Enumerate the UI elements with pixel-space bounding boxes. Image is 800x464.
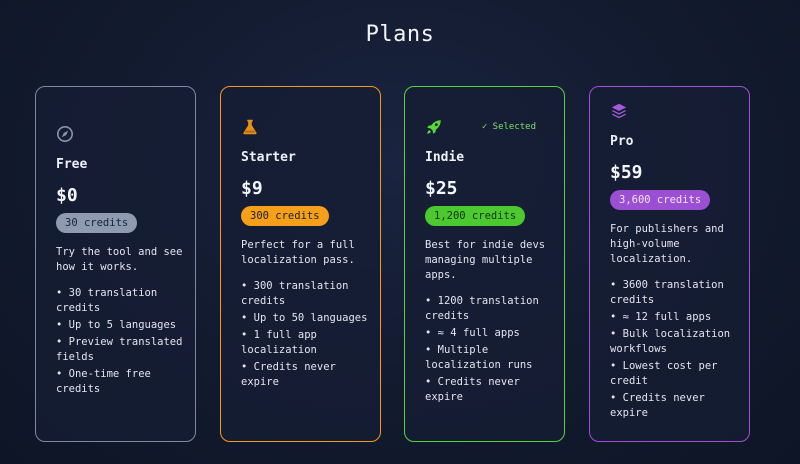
credits-badge: 1,200 credits [425,206,526,226]
feature-item: Credits never expire [241,360,371,390]
feature-list: 300 translation credits Up to 50 languag… [241,279,371,392]
plan-card-pro[interactable]: Pro $59 3,600 credits For publishers and… [589,86,750,442]
plan-description: Best for indie devs managing multiple ap… [425,239,546,281]
feature-item: Up to 5 languages [56,318,186,333]
plan-price: $59 [610,162,643,183]
feature-list: 30 translation credits Up to 5 languages… [56,286,186,399]
plan-name: Indie [425,150,465,165]
feature-item: Lowest cost per credit [610,359,740,389]
feature-item: Up to 50 languages [241,311,371,326]
feature-list: 1200 translation credits ≈ 4 full apps M… [425,294,555,407]
feature-item: Credits never expire [425,375,555,405]
plan-description: Try the tool and see how it works. [56,246,183,273]
credits-badge: 300 credits [241,206,329,226]
feature-item: 1200 translation credits [425,294,555,324]
plan-price: $9 [241,178,263,199]
plan-description: Perfect for a full localization pass. [241,239,355,266]
compass-icon [56,125,74,143]
plan-name: Pro [610,134,634,149]
feature-item: ≈ 12 full apps [610,310,740,325]
feature-item: 1 full app localization [241,328,371,358]
feature-list: 3600 translation credits ≈ 12 full apps … [610,278,740,423]
feature-item: 30 translation credits [56,286,186,316]
feature-item: One-time free credits [56,367,186,397]
layers-icon [610,102,628,120]
selected-label: ✓ Selected [481,122,536,132]
page-title: Plans [365,22,435,47]
feature-item: 3600 translation credits [610,278,740,308]
feature-item: Preview translated fields [56,335,186,365]
plan-price: $0 [56,185,78,206]
flask-icon [241,118,259,136]
rocket-icon [425,118,443,136]
feature-item: ≈ 4 full apps [425,326,555,341]
plan-price: $25 [425,178,458,199]
plan-name: Starter [241,150,296,165]
feature-item: Credits never expire [610,391,740,421]
plan-card-starter[interactable]: Starter $9 300 credits Perfect for a ful… [220,86,381,442]
feature-item: Bulk localization workflows [610,327,740,357]
plan-name: Free [56,157,88,172]
feature-item: Multiple localization runs [425,343,555,373]
plan-card-indie[interactable]: ✓ Selected Indie $25 1,200 credits Best … [404,86,565,442]
credits-badge: 30 credits [56,213,138,233]
plan-card-free[interactable]: Free $0 30 credits Try the tool and see … [35,86,196,442]
credits-badge: 3,600 credits [610,190,711,210]
plan-description: For publishers and high-volume localizat… [610,223,724,265]
feature-item: 300 translation credits [241,279,371,309]
